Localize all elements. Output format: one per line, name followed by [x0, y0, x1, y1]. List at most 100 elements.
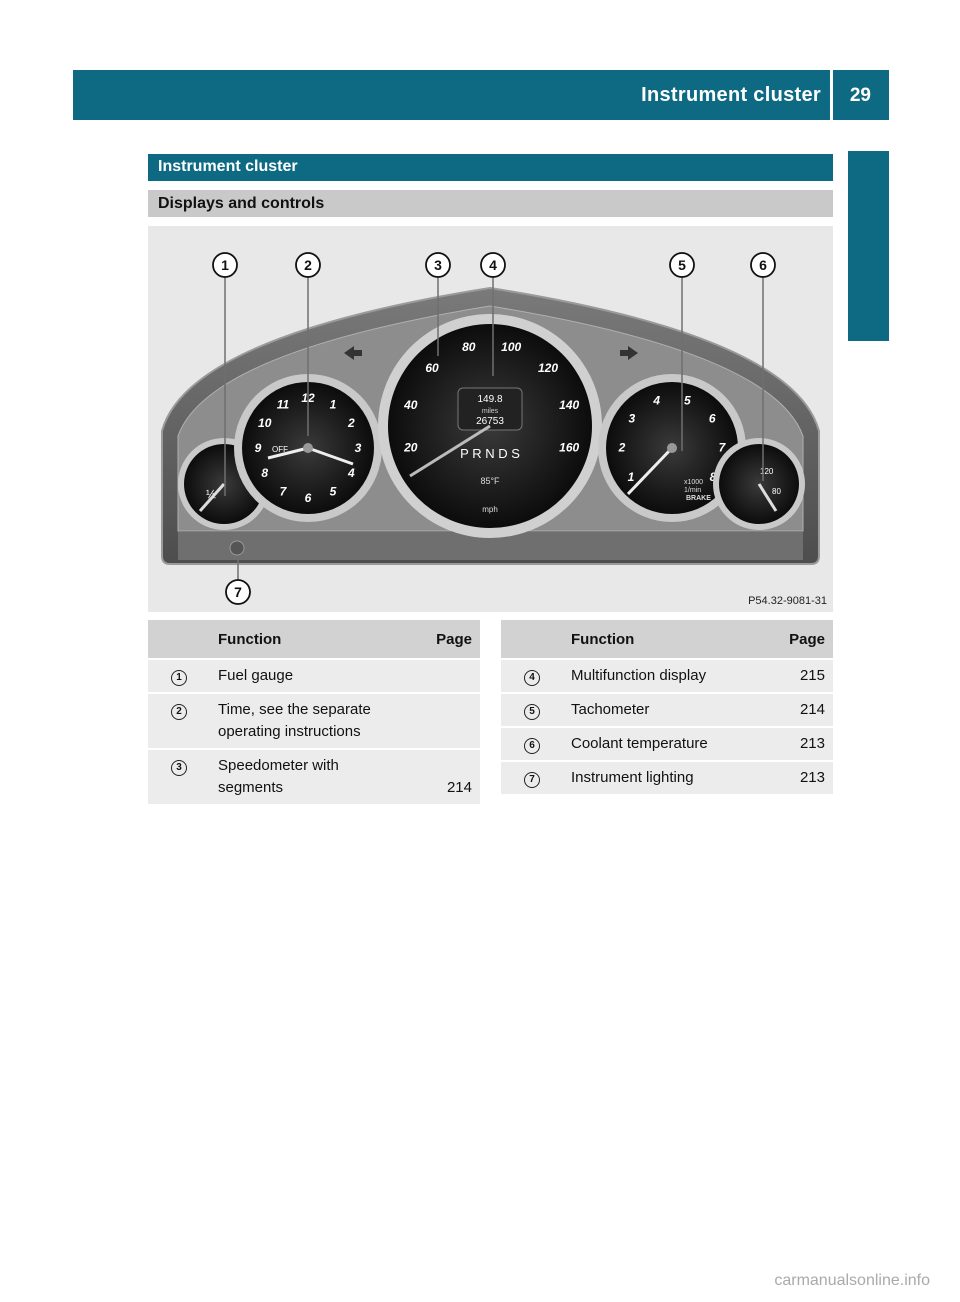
speedo-numeral: 100 — [501, 340, 521, 354]
table-row: 5 Tachometer 214 — [501, 692, 833, 727]
clock-numeral: 9 — [255, 441, 262, 455]
table-header-row: Function Page — [148, 620, 480, 659]
clock-numeral: 8 — [261, 466, 268, 480]
speedo-numeral: 20 — [403, 440, 418, 454]
function-cell: Instrument lighting — [563, 760, 761, 794]
function-cell: Fuel gauge — [210, 658, 408, 693]
page-cell — [408, 692, 480, 749]
callout-number: 1 — [221, 257, 229, 273]
column-header-page: Page — [761, 620, 833, 659]
callout-number: 7 — [234, 584, 242, 600]
temp-reading: 85°F — [480, 476, 500, 486]
page-cell: 213 — [761, 726, 833, 761]
clock-numeral: 1 — [330, 398, 337, 412]
callout-circle — [750, 252, 776, 278]
table-row: 4 Multifunction display 215 — [501, 658, 833, 693]
brake-label: BRAKE — [686, 495, 711, 502]
clock-numeral: 6 — [305, 491, 312, 505]
table-row: 1 Fuel gauge — [148, 658, 480, 693]
callout-number: 1 — [171, 670, 187, 686]
speedo-numeral: 60 — [425, 361, 439, 375]
page-cell: 215 — [761, 658, 833, 693]
tacho-numeral: 4 — [652, 394, 660, 408]
page-number: 29 — [849, 85, 871, 106]
header-divider — [830, 70, 833, 120]
display-trip: 149.8 — [477, 394, 502, 405]
clock-numeral: 7 — [280, 484, 288, 498]
callout-number: 4 — [489, 257, 497, 273]
fuel-half-label: ½ — [206, 487, 216, 501]
callout-circle — [212, 252, 238, 278]
callout-circle — [295, 252, 321, 278]
figure-code: P54.32-9081-31 — [748, 595, 827, 607]
callout-number: 7 — [524, 772, 540, 788]
clock-numeral: 10 — [258, 416, 272, 430]
coolant-80: 80 — [772, 487, 781, 496]
function-table-left: Function Page 1 Fuel gauge 2 Time, see t… — [148, 620, 480, 804]
table-header-row: Function Page — [501, 620, 833, 659]
page-cell: 214 — [408, 748, 480, 804]
callout-number: 6 — [524, 738, 540, 754]
coolant-120: 120 — [760, 467, 774, 476]
gear-indicator: P R N D S — [460, 446, 520, 461]
callout-number: 3 — [434, 257, 442, 273]
table-row: 7 Instrument lighting 213 — [501, 760, 833, 794]
column-header-function: Function — [210, 620, 408, 659]
tacho-unit-b: 1/min — [684, 487, 701, 494]
subsection-title: Displays and controls — [148, 190, 833, 217]
tacho-numeral: 3 — [628, 412, 635, 426]
tacho-numeral: 6 — [709, 412, 716, 426]
callout-number: 6 — [759, 257, 767, 273]
display-unit: miles — [482, 408, 499, 415]
function-table-right: Function Page 4 Multifunction display 21… — [501, 620, 833, 794]
callout-number: 5 — [524, 704, 540, 720]
function-cell: Coolant temperature — [563, 726, 761, 761]
page-cell — [408, 658, 480, 693]
tacho-numeral: 5 — [684, 394, 691, 408]
callout-number: 5 — [678, 257, 686, 273]
clock-numeral: 5 — [330, 484, 337, 498]
callout-circle — [669, 252, 695, 278]
tacho-unit-a: x1000 — [684, 479, 703, 486]
column-header-page: Page — [408, 620, 480, 659]
tacho-numeral: 8 — [710, 470, 717, 484]
clock-numeral: 3 — [355, 441, 362, 455]
table-row: 3 Speedometer with segments 214 — [148, 748, 480, 804]
tacho-numeral: 1 — [628, 470, 635, 484]
table-row: 6 Coolant temperature 213 — [501, 726, 833, 761]
callout-number: 2 — [304, 257, 312, 273]
callout-circle — [425, 252, 451, 278]
speedo-numeral: 80 — [462, 340, 476, 354]
side-tab — [848, 151, 889, 341]
clock-numeral: 4 — [347, 466, 355, 480]
speedo-numeral: 140 — [559, 398, 579, 412]
watermark-site: carmanualsonline.info — [774, 1272, 930, 1289]
function-cell: Speedometer with segments — [210, 748, 408, 804]
speedo-numeral: 120 — [538, 361, 558, 375]
function-cell: Multifunction display — [563, 658, 761, 693]
clock-numeral: 11 — [277, 398, 290, 412]
header-title: Instrument cluster — [641, 84, 821, 106]
tacho-numeral: 7 — [719, 441, 727, 455]
function-cell: Time, see the separate operating instruc… — [210, 692, 408, 749]
speedo-unit: mph — [482, 505, 498, 514]
callout-number: 4 — [524, 670, 540, 686]
side-tab-label: At a glance — [857, 224, 880, 337]
function-cell: Tachometer — [563, 692, 761, 727]
callout-circle — [480, 252, 506, 278]
callout-number: 3 — [171, 760, 187, 776]
display-odo: 26753 — [476, 416, 504, 427]
section-title: Instrument cluster — [148, 154, 833, 181]
column-header-function: Function — [563, 620, 761, 659]
callout-number: 2 — [171, 704, 187, 720]
clock-off-label: OFF — [272, 445, 288, 454]
page-cell: 214 — [761, 692, 833, 727]
speedo-numeral: 160 — [559, 440, 579, 454]
page-cell: 213 — [761, 760, 833, 794]
